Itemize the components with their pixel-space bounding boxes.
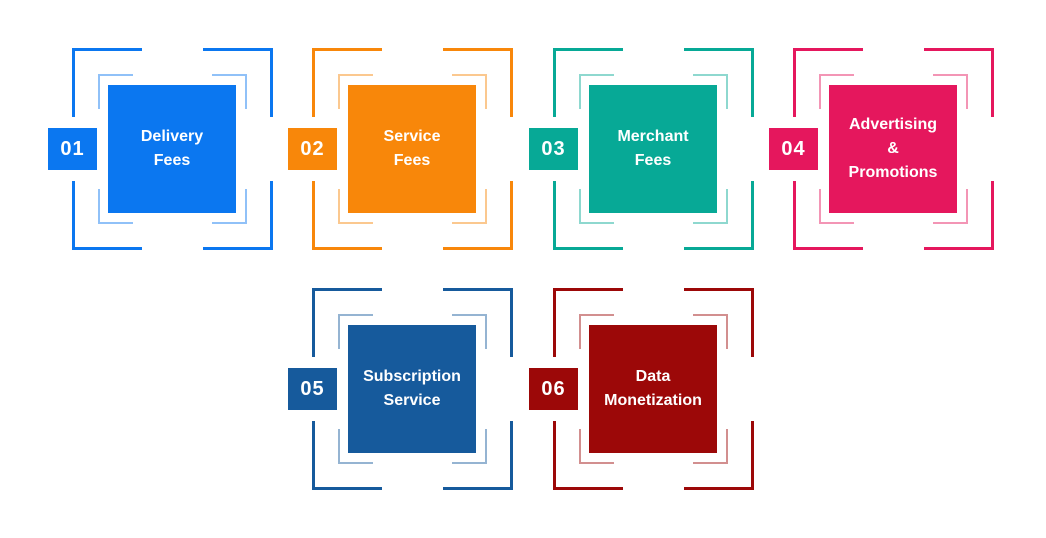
outer-bracket-corner <box>684 48 754 117</box>
outer-bracket-corner <box>924 181 994 250</box>
inner-bracket-corner <box>452 429 487 464</box>
inner-bracket-corner <box>452 74 487 109</box>
label-line: Delivery <box>140 128 204 145</box>
inner-bracket-corner <box>579 74 614 109</box>
advertising-promotions-box: Advertising & Promotions <box>829 85 957 213</box>
item-merchant-fees: Merchant Fees 03 <box>529 48 754 250</box>
merchant-fees-box: Merchant Fees <box>589 85 717 213</box>
item-service-fees: Service Fees 02 <box>288 48 513 250</box>
item-advertising-promotions: Advertising & Promotions 04 <box>769 48 994 250</box>
number-badge: 05 <box>288 368 337 410</box>
data-monetization-box: Data Monetization <box>589 325 717 453</box>
inner-bracket-corner <box>933 74 968 109</box>
delivery-fees-box: Delivery Fees <box>108 85 236 213</box>
label-line: Subscription <box>363 368 461 385</box>
inner-bracket-corner <box>819 74 854 109</box>
outer-bracket-corner <box>684 288 754 357</box>
inner-bracket-corner <box>338 74 373 109</box>
inner-bracket-corner <box>452 189 487 224</box>
label-line: Fees <box>153 152 191 169</box>
label-line: Advertising <box>848 116 937 133</box>
item-data-monetization: Data Monetization 06 <box>529 288 754 490</box>
outer-bracket-corner <box>203 181 273 250</box>
item-subscription-service: Subscription Service 05 <box>288 288 513 490</box>
outer-bracket-corner <box>553 288 623 357</box>
number-badge: 01 <box>48 128 97 170</box>
outer-bracket-corner <box>684 421 754 490</box>
outer-bracket-corner <box>312 288 382 357</box>
inner-bracket-corner <box>98 74 133 109</box>
inner-bracket-corner <box>693 314 728 349</box>
inner-bracket-corner <box>452 314 487 349</box>
outer-bracket-corner <box>312 181 382 250</box>
label-line: Monetization <box>604 392 702 409</box>
label-line: Promotions <box>848 164 938 181</box>
item-delivery-fees: Delivery Fees 01 <box>48 48 273 250</box>
outer-bracket-corner <box>443 181 513 250</box>
label-line: Fees <box>634 152 672 169</box>
outer-bracket-corner <box>793 48 863 117</box>
outer-bracket-corner <box>443 421 513 490</box>
inner-bracket-corner <box>693 189 728 224</box>
inner-bracket-corner <box>338 429 373 464</box>
number-badge: 02 <box>288 128 337 170</box>
label-line: Data <box>635 368 671 385</box>
inner-bracket-corner <box>338 189 373 224</box>
label-line: Service <box>383 392 441 409</box>
outer-bracket-corner <box>443 288 513 357</box>
number-badge: 04 <box>769 128 818 170</box>
outer-bracket-corner <box>684 181 754 250</box>
label-line: Merchant <box>617 128 689 145</box>
inner-bracket-corner <box>338 314 373 349</box>
outer-bracket-corner <box>72 181 142 250</box>
outer-bracket-corner <box>312 421 382 490</box>
label-line: Service <box>383 128 441 145</box>
outer-bracket-corner <box>72 48 142 117</box>
outer-bracket-corner <box>924 48 994 117</box>
inner-bracket-corner <box>98 189 133 224</box>
outer-bracket-corner <box>553 181 623 250</box>
inner-bracket-corner <box>579 314 614 349</box>
inner-bracket-corner <box>212 189 247 224</box>
inner-bracket-corner <box>819 189 854 224</box>
inner-bracket-corner <box>693 74 728 109</box>
inner-bracket-corner <box>693 429 728 464</box>
outer-bracket-corner <box>793 181 863 250</box>
subscription-service-box: Subscription Service <box>348 325 476 453</box>
outer-bracket-corner <box>553 421 623 490</box>
outer-bracket-corner <box>203 48 273 117</box>
outer-bracket-corner <box>553 48 623 117</box>
inner-bracket-corner <box>579 429 614 464</box>
label-line: Fees <box>393 152 431 169</box>
outer-bracket-corner <box>312 48 382 117</box>
label-line: & <box>887 140 899 157</box>
number-badge: 06 <box>529 368 578 410</box>
inner-bracket-corner <box>212 74 247 109</box>
service-fees-box: Service Fees <box>348 85 476 213</box>
number-badge: 03 <box>529 128 578 170</box>
inner-bracket-corner <box>933 189 968 224</box>
inner-bracket-corner <box>579 189 614 224</box>
outer-bracket-corner <box>443 48 513 117</box>
